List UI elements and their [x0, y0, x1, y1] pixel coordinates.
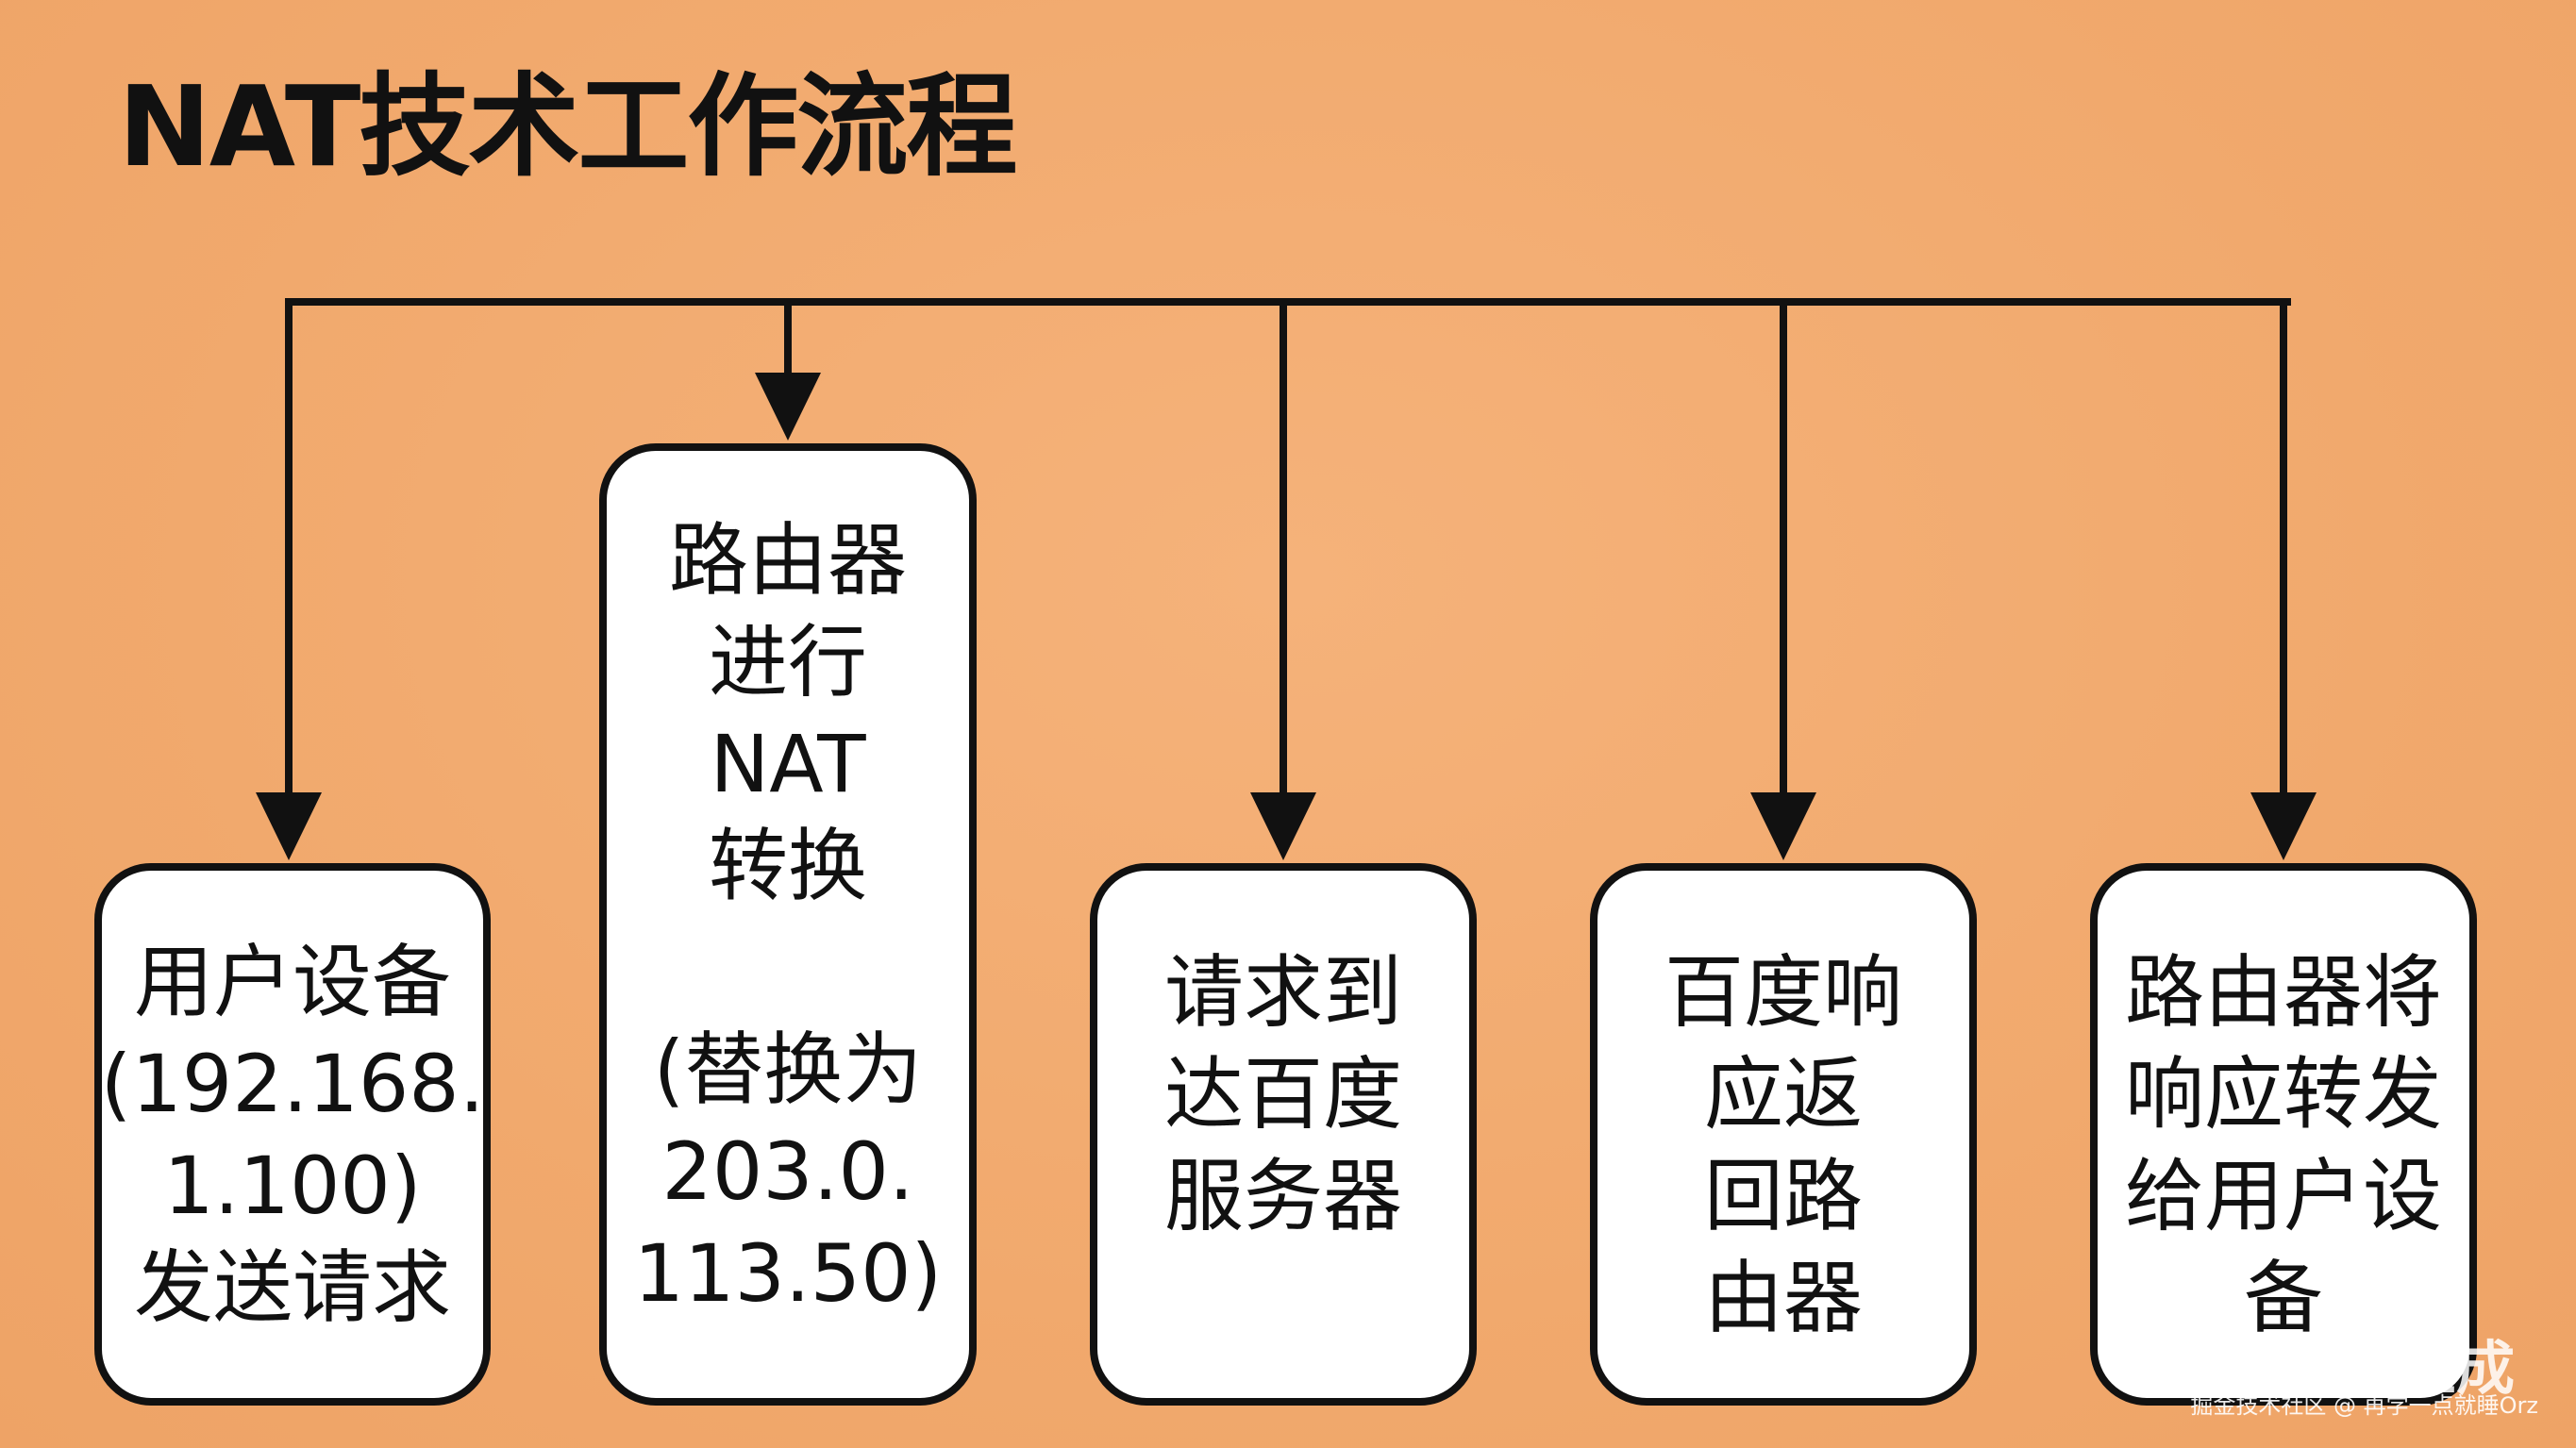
- box-1-line-1: 用户设备: [133, 935, 451, 1028]
- box-4-line-4: 由器: [1703, 1252, 1863, 1344]
- arrow-to-box-5: [2250, 792, 2317, 860]
- box-2-line-6: (替换为: [653, 1024, 923, 1116]
- box-2-line-3: NAT: [710, 718, 866, 810]
- box-3-line-3: 服务器: [1163, 1150, 1402, 1242]
- step-box-request-to-baidu: 请求到 达百度 服务器: [1090, 863, 1477, 1406]
- diagram-title: NAT技术工作流程: [118, 61, 1017, 191]
- source-credit: 掘金技术社区 @ 再学一点就睡Orz: [2190, 1392, 2538, 1419]
- step-box-user-device: 用户设备 (192.168. 1.100) 发送请求: [94, 863, 491, 1406]
- box-1-line-2: (192.168.: [100, 1037, 485, 1130]
- box-4-line-1: 百度响: [1664, 946, 1902, 1039]
- box-2-line-7: 203.0.: [661, 1125, 914, 1218]
- box-5-line-4: 备: [2243, 1252, 2323, 1344]
- box-3-line-1: 请求到: [1163, 946, 1402, 1039]
- box-1-line-3: 1.100): [163, 1139, 422, 1232]
- ai-watermark: 豆包AI生成: [2213, 1334, 2515, 1403]
- box-4-line-3: 回路: [1703, 1150, 1863, 1242]
- box-5-line-2: 响应转发: [2124, 1048, 2442, 1140]
- box-5-line-3: 给用户设: [2124, 1150, 2442, 1242]
- box-5-line-1: 路由器将: [2124, 946, 2442, 1039]
- box-2-line-1: 路由器: [668, 514, 907, 607]
- arrow-to-box-3: [1250, 792, 1316, 860]
- box-2-line-4: 转换: [708, 820, 867, 912]
- arrow-to-box-2: [755, 373, 821, 441]
- box-4-line-2: 应返: [1703, 1048, 1863, 1140]
- step-box-baidu-response: 百度响 应返 回路 由器: [1590, 863, 1977, 1406]
- arrow-to-box-1: [256, 792, 322, 860]
- box-2-line-8: 113.50): [633, 1227, 943, 1320]
- box-2-line-2: 进行: [708, 616, 867, 708]
- box-1-line-4: 发送请求: [133, 1240, 451, 1334]
- box-3-line-2: 达百度: [1163, 1048, 1402, 1140]
- arrow-to-box-4: [1750, 792, 1816, 860]
- step-box-router-nat: 路由器 进行 NAT 转换 (替换为 203.0. 113.50): [599, 443, 977, 1406]
- step-box-router-forward: 路由器将 响应转发 给用户设 备: [2090, 863, 2477, 1406]
